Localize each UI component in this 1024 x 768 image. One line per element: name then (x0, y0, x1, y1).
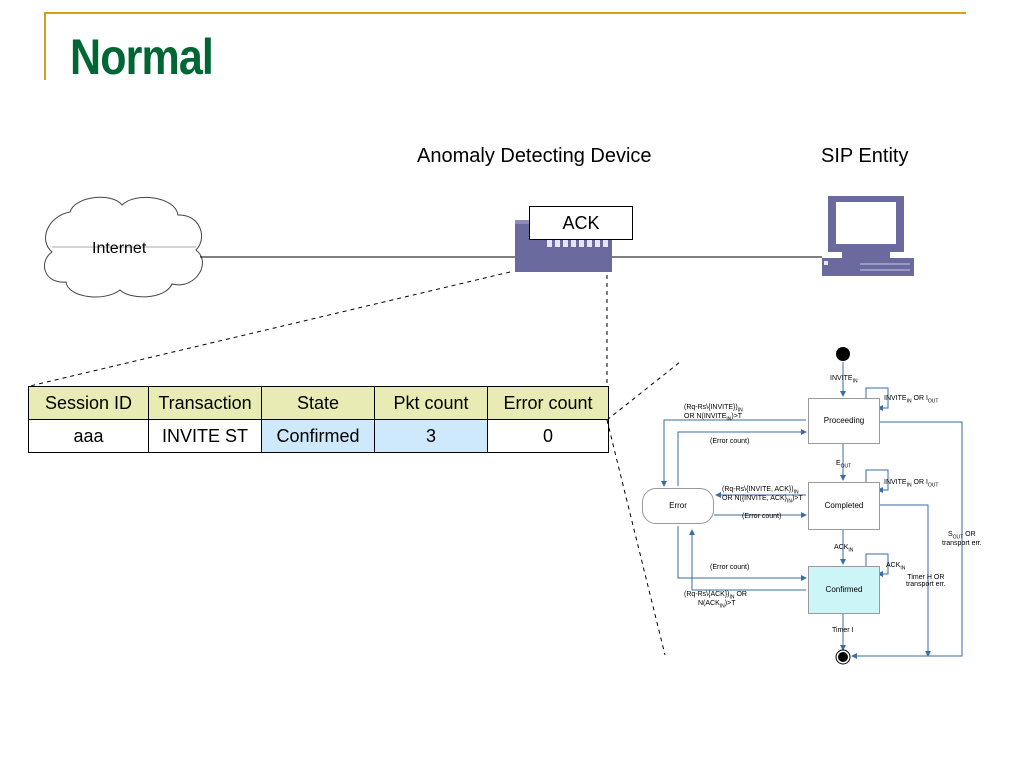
entity-label: SIP Entity (821, 145, 909, 167)
label-err-count-1: (Error count) (710, 438, 750, 445)
label-ack-in: ACKIN (834, 544, 854, 554)
header-transaction: Transaction (148, 386, 262, 420)
cloud-label: Internet (92, 240, 147, 257)
header-error-count: Error count (487, 386, 609, 420)
ack-packet-label: ACK (529, 206, 633, 240)
table-header-row: Session ID Transaction State Pkt count E… (28, 386, 609, 420)
state-error: Error (642, 488, 714, 524)
label-timer-i: Timer I (832, 627, 854, 634)
state-confirmed-label: Confirmed (825, 585, 863, 594)
label-err-count-2: (Error count) (742, 513, 782, 520)
label-proceeding-self: INVITEIN OR IOUT (884, 395, 939, 405)
cell-pkt-count: 3 (374, 419, 488, 453)
cell-session-id: aaa (28, 419, 149, 453)
device-label: Anomaly Detecting Device (417, 145, 652, 167)
header-session-id: Session ID (28, 386, 149, 420)
start-node-icon (836, 347, 850, 361)
state-completed-label: Completed (824, 501, 864, 510)
label-s-out: SOUT OR transport err. (942, 531, 982, 548)
label-completed-self: INVITEIN OR IOUT (884, 479, 939, 489)
label-err-confirmed: (Rq-Rs\{ACK})IN OR N(ACKIN)>T (684, 591, 747, 610)
session-table: Session ID Transaction State Pkt count E… (28, 386, 609, 453)
state-error-label: Error (669, 501, 687, 510)
state-proceeding: Proceeding (808, 398, 880, 444)
table-row: aaa INVITE ST Confirmed 3 0 (28, 419, 609, 453)
cell-transaction: INVITE ST (148, 419, 262, 453)
label-timer-h: Timer H OR transport err. (906, 574, 946, 588)
title-rule (44, 12, 966, 14)
title-bar (44, 12, 46, 80)
computer-icon (822, 196, 914, 276)
state-confirmed: Confirmed (808, 566, 880, 614)
label-invite-in: INVITEIN (830, 375, 858, 385)
label-err-completed: (Rq-Rs\{INVITE, ACK})IN OR N({INVITE, AC… (722, 486, 803, 505)
header-state: State (261, 386, 375, 420)
label-e-out: EOUT (836, 460, 852, 470)
state-proceeding-label: Proceeding (823, 416, 865, 425)
cell-state: Confirmed (261, 419, 375, 453)
cell-error-count: 0 (487, 419, 609, 453)
slide-title: Normal (70, 29, 214, 85)
label-err-proceeding: (Rq-Rs\{INVITE})IN OR N(INVITEIN)>T (684, 404, 743, 423)
label-confirmed-self: ACKIN (886, 562, 906, 572)
label-err-count-3: (Error count) (710, 564, 750, 571)
state-completed: Completed (808, 482, 880, 530)
